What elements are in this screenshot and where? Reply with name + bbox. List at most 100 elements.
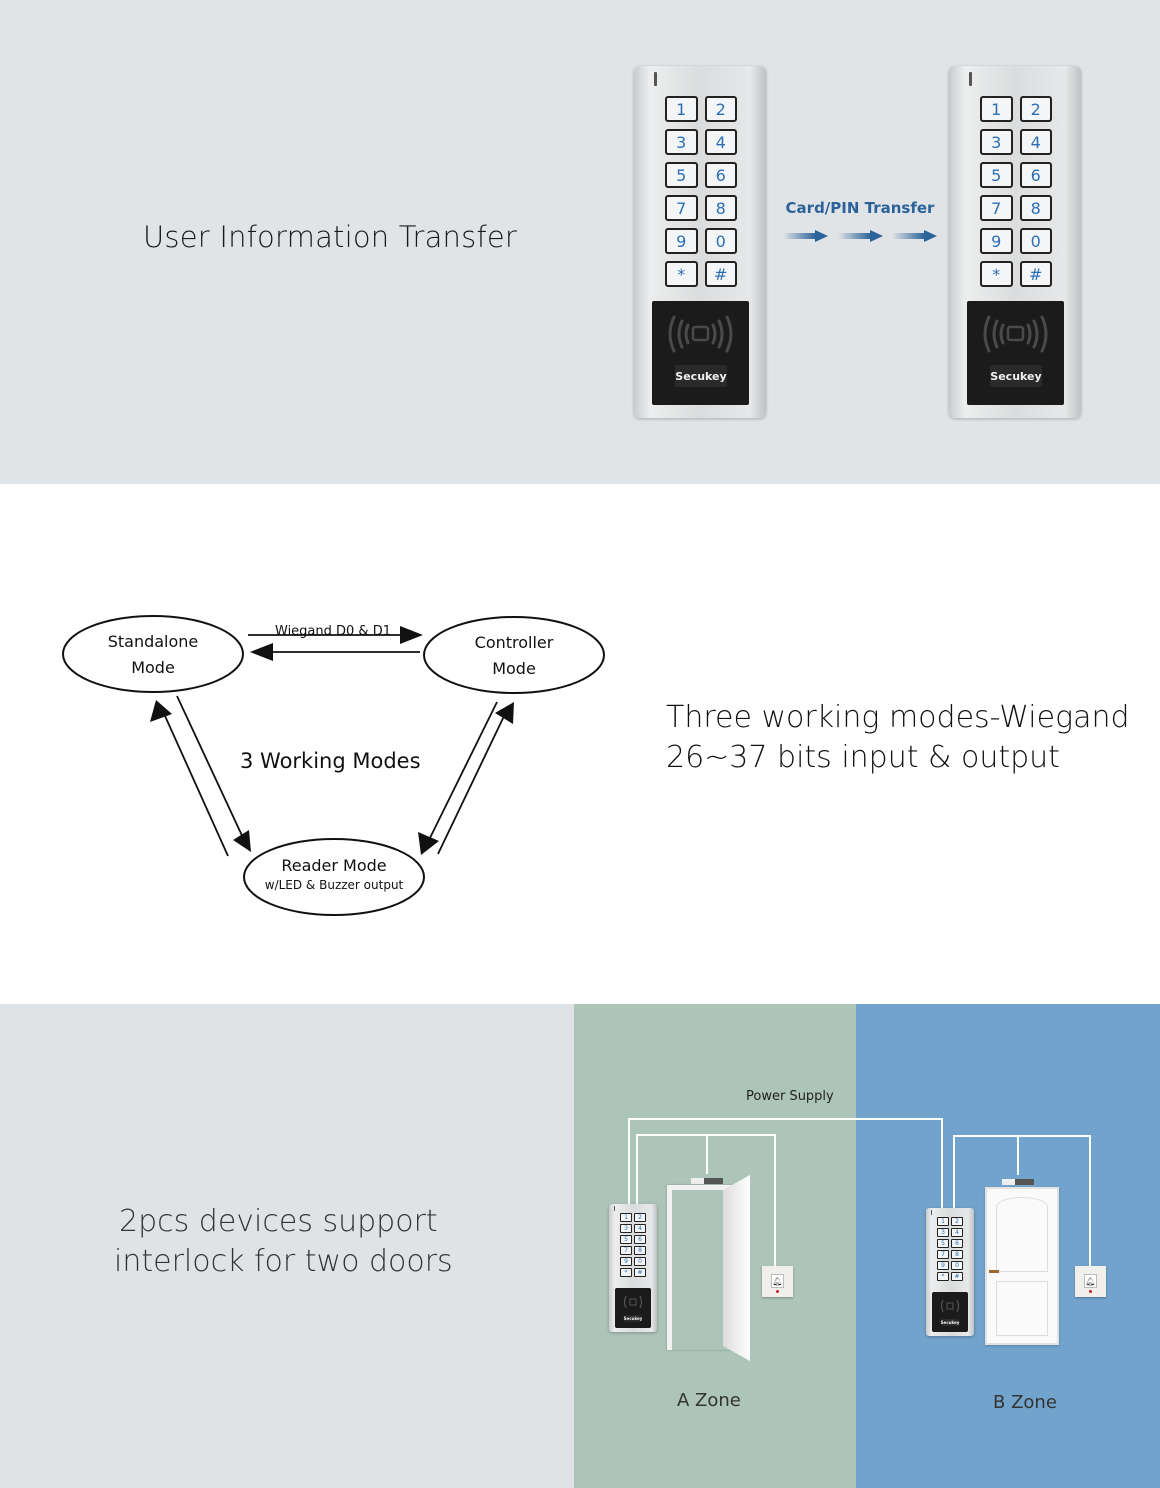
section-heading: 2pcs devices support interlock for two d…	[114, 1202, 453, 1282]
control-wire	[636, 1134, 638, 1206]
edge-label-wiegand: Wiegand D0 & D1	[275, 624, 391, 639]
zone-b-label: B Zone	[993, 1392, 1057, 1413]
key-button: 6	[951, 1239, 963, 1248]
heading-line: 2pcs devices support	[119, 1204, 438, 1239]
control-wire	[1017, 1135, 1019, 1175]
power-wire	[628, 1118, 942, 1120]
key-button: #	[704, 261, 737, 287]
control-wire	[774, 1134, 776, 1274]
transfer-label: Card/PIN Transfer	[785, 199, 935, 217]
key-button: 2	[951, 1217, 963, 1226]
right-arrow-icon	[837, 230, 883, 242]
key-button: 3	[937, 1228, 949, 1237]
key-button: 1	[620, 1213, 632, 1222]
key-button: 2	[634, 1213, 646, 1222]
heading-line: 26~37 bits input & output	[666, 740, 1060, 775]
key-button: 0	[1019, 228, 1052, 254]
key-button: 2	[1019, 96, 1052, 122]
key-button: *	[937, 1272, 949, 1281]
key-button: #	[1019, 261, 1052, 287]
working-modes-diagram: Wiegand D0 & D1 Standalone Mode Controll…	[55, 604, 615, 934]
key-button: 8	[1019, 195, 1052, 221]
key-button: 4	[634, 1224, 646, 1233]
node-standalone	[62, 615, 244, 693]
control-wire	[1089, 1135, 1091, 1270]
arrowhead	[495, 702, 514, 724]
key-button: *	[620, 1268, 632, 1277]
control-wire	[953, 1135, 1090, 1137]
rfid-reader-icon: Secukey	[615, 1288, 651, 1328]
key-button: 7	[620, 1246, 632, 1255]
key-button: 5	[980, 162, 1013, 188]
door-panel	[996, 1281, 1048, 1336]
led-indicator	[614, 1206, 615, 1211]
brand-label: Secukey	[940, 1319, 960, 1326]
key-button: 4	[1019, 129, 1052, 155]
key-button: 7	[980, 195, 1013, 221]
node-reader	[243, 838, 425, 916]
key-button: 4	[704, 129, 737, 155]
key-button: 2	[704, 96, 737, 122]
door-handle-icon	[989, 1270, 999, 1273]
working-modes-section: Wiegand D0 & D1 Standalone Mode Controll…	[0, 484, 1160, 1004]
key-button: 7	[665, 195, 698, 221]
key-button: 6	[1019, 162, 1052, 188]
doorbell-button-icon: 🔔︎	[762, 1266, 793, 1297]
key-button: 1	[980, 96, 1013, 122]
key-button: 1	[937, 1217, 949, 1226]
key-button: 1	[665, 96, 698, 122]
key-button: 6	[704, 162, 737, 188]
key-button: 5	[937, 1239, 949, 1248]
key-button: 9	[937, 1261, 949, 1270]
control-wire	[953, 1135, 955, 1208]
node-label-line: Standalone	[107, 632, 199, 651]
key-button: 9	[665, 228, 698, 254]
key-button: 6	[634, 1235, 646, 1244]
section-heading: User Information Transfer	[143, 220, 518, 254]
door-panel	[996, 1197, 1048, 1272]
brand-label: Secukey	[623, 1315, 643, 1322]
interlock-section: 2pcs devices support interlock for two d…	[0, 1004, 1160, 1488]
arrowhead	[233, 830, 251, 852]
key-button: 4	[951, 1228, 963, 1237]
rfid-reader-icon: Secukey	[967, 301, 1064, 405]
key-button: 5	[665, 162, 698, 188]
key-button: 0	[634, 1257, 646, 1266]
section-heading: Three working modes-Wiegand 26~37 bits i…	[666, 698, 1130, 778]
key-button: 5	[620, 1235, 632, 1244]
magnetic-lock-icon	[691, 1178, 723, 1184]
rfid-reader-icon: Secukey	[652, 301, 749, 405]
key-button: 8	[704, 195, 737, 221]
heading-line: Three working modes-Wiegand	[666, 700, 1130, 735]
arrowhead	[400, 626, 423, 644]
led-indicator	[931, 1210, 932, 1215]
right-arrow-icon	[892, 230, 937, 242]
control-wire	[706, 1134, 708, 1174]
edge-reader-controller	[437, 711, 507, 855]
key-button: 0	[704, 228, 737, 254]
power-wire	[628, 1118, 630, 1206]
led-indicator	[969, 72, 972, 86]
magnetic-lock-icon	[1002, 1179, 1034, 1185]
node-controller-label: Controller Mode	[436, 630, 592, 682]
key-button: 3	[980, 129, 1013, 155]
edge-reader-standalone	[160, 706, 229, 857]
key-button: *	[665, 261, 698, 287]
arrowhead	[150, 700, 172, 722]
diagram-title: 3 Working Modes	[240, 749, 421, 773]
rfid-reader-icon: Secukey	[932, 1292, 968, 1332]
node-label-line: Reader Mode	[281, 856, 387, 875]
edge-controller-reader	[426, 701, 498, 845]
key-button: 7	[937, 1250, 949, 1259]
edge-standalone-reader	[176, 695, 246, 843]
key-button: 8	[634, 1246, 646, 1255]
brand-label: Secukey	[990, 365, 1042, 387]
transfer-indicator: Card/PIN Transfer	[780, 199, 940, 242]
